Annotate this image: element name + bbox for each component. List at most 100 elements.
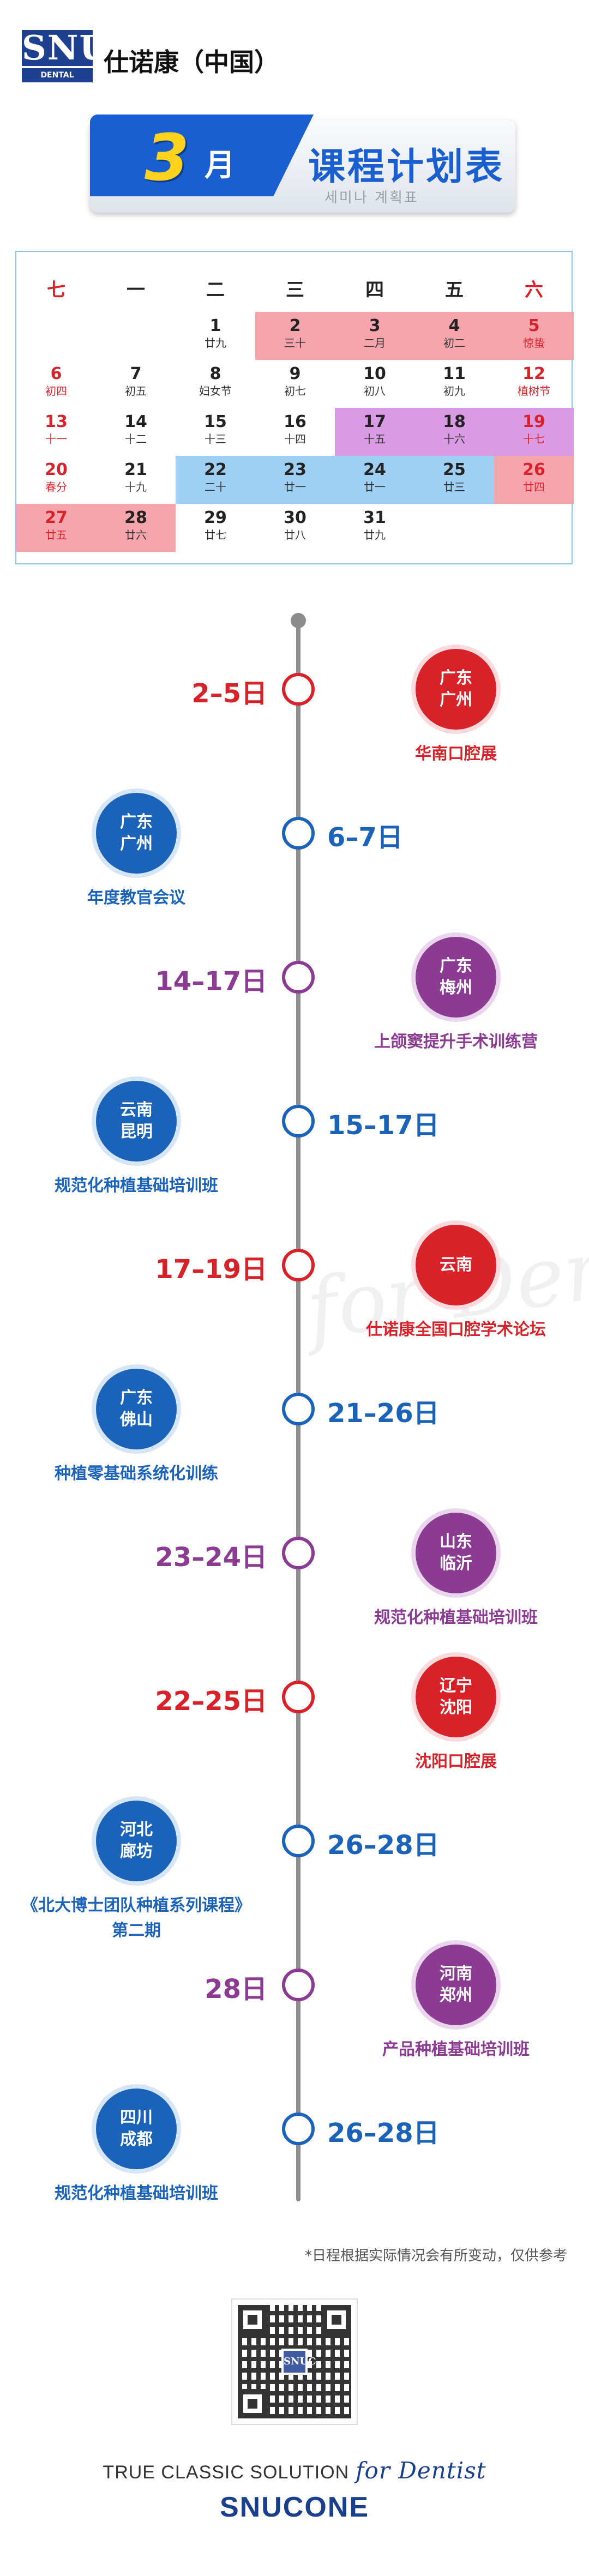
lunar-date: 初五 xyxy=(125,384,147,398)
location-city: 广州 xyxy=(440,690,472,709)
event-title-line: 规范化种植基础培训班 xyxy=(55,2184,218,2203)
brand-logo: SNUC DENTAL IMPLANT xyxy=(22,28,138,94)
location-city: 广州 xyxy=(120,834,153,853)
qr-pattern: SNUC xyxy=(238,2305,351,2418)
lunar-date: 十七 xyxy=(523,432,545,446)
location-city: 临沂 xyxy=(440,1554,472,1573)
event-title-line: 年度教官会议 xyxy=(87,888,185,907)
day-number: 13 xyxy=(45,412,68,431)
event-location-badge: 广东梅州 xyxy=(416,937,496,1018)
event-date: 22–25日 xyxy=(155,1686,267,1717)
day-number: 31 xyxy=(363,508,386,527)
slogan-main: TRUE CLASSIC SOLUTION xyxy=(103,2462,350,2483)
day-number: 11 xyxy=(443,364,466,383)
qr-center-logo: SNUC xyxy=(281,2349,316,2375)
event-location-badge: 山东临沂 xyxy=(416,1513,496,1593)
lunar-date: 初七 xyxy=(284,384,306,398)
timeline-node xyxy=(282,2112,315,2145)
event-title: 规范化种植基础培训班 xyxy=(0,2181,278,2206)
lunar-date: 十三 xyxy=(205,432,226,446)
event-title-line: 上颌窦提升手术训练营 xyxy=(374,1032,538,1051)
event-title-line: 华南口腔展 xyxy=(415,744,497,763)
day-number: 21 xyxy=(124,460,147,479)
banner-blue-panel xyxy=(90,115,314,196)
lunar-date: 初四 xyxy=(45,384,67,398)
event-title-line: 规范化种植基础培训班 xyxy=(374,1608,538,1627)
weekday-header: 五 xyxy=(445,279,464,301)
qr-finder-top-left xyxy=(238,2305,267,2334)
day-number: 18 xyxy=(443,412,466,431)
logo-subtitle: DENTAL IMPLANT xyxy=(22,68,93,94)
event-date: 26–28日 xyxy=(327,2118,440,2148)
logo-mark: SNUC xyxy=(22,28,138,68)
location-province: 广东 xyxy=(120,1388,153,1407)
lunar-date: 植树节 xyxy=(518,384,550,398)
lunar-date: 二十 xyxy=(205,480,226,493)
event-location-badge: 广东佛山 xyxy=(96,1369,177,1449)
slogan: TRUE CLASSIC SOLUTION for Dentist xyxy=(0,2457,589,2484)
day-number: 5 xyxy=(528,316,540,335)
lunar-date: 廿一 xyxy=(284,480,306,493)
timeline-node xyxy=(282,1825,315,1857)
location-city: 昆明 xyxy=(120,1122,153,1141)
page-title: 课程计划表 xyxy=(308,146,505,189)
location-city: 成都 xyxy=(120,2130,153,2149)
location-province: 广东 xyxy=(120,812,153,832)
page-subtitle: 세미나 계획표 xyxy=(324,190,419,206)
lunar-date: 三十 xyxy=(284,336,306,350)
lunar-date: 春分 xyxy=(45,480,67,493)
event-date: 14–17日 xyxy=(155,966,267,997)
day-number: 10 xyxy=(363,364,386,383)
event-location-badge: 云南 xyxy=(416,1225,496,1305)
weekday-header: 一 xyxy=(127,279,145,301)
location-city: 郑州 xyxy=(440,1986,472,2005)
location-province: 云南 xyxy=(440,1255,472,1274)
timeline-node xyxy=(282,1249,315,1281)
timeline-node xyxy=(282,673,315,706)
qr-code[interactable]: SNUC xyxy=(231,2298,358,2425)
weekday-header: 四 xyxy=(365,279,384,301)
location-city: 梅州 xyxy=(440,978,472,997)
lunar-date: 初九 xyxy=(443,384,465,398)
event-location-badge: 河南郑州 xyxy=(416,1945,496,2025)
lunar-date: 廿四 xyxy=(523,480,545,493)
company-name: 仕诺康（中国） xyxy=(104,47,279,77)
location-city: 沈阳 xyxy=(440,1698,472,1717)
day-number: 27 xyxy=(45,508,68,527)
lunar-date: 惊蛰 xyxy=(523,336,545,350)
weekday-header: 七 xyxy=(47,279,65,301)
event-title: 《北大博士团队种植系列课程》第二期 xyxy=(0,1893,278,1943)
timeline-node xyxy=(282,1537,315,1569)
day-number: 4 xyxy=(448,316,460,335)
location-province: 山东 xyxy=(440,1532,472,1551)
day-number: 22 xyxy=(204,460,227,479)
event-date: 2–5日 xyxy=(191,678,267,709)
lunar-date: 十九 xyxy=(125,480,147,493)
lunar-date: 十六 xyxy=(443,432,465,446)
day-number: 1 xyxy=(209,316,221,335)
day-number: 14 xyxy=(124,412,147,431)
lunar-date: 廿九 xyxy=(205,336,226,350)
day-number: 19 xyxy=(522,412,545,431)
event-title: 沈阳口腔展 xyxy=(314,1749,589,1774)
location-province: 河南 xyxy=(440,1964,472,1983)
location-city: 廊坊 xyxy=(120,1842,153,1861)
day-number: 9 xyxy=(289,364,301,383)
timeline-node xyxy=(282,1393,315,1425)
